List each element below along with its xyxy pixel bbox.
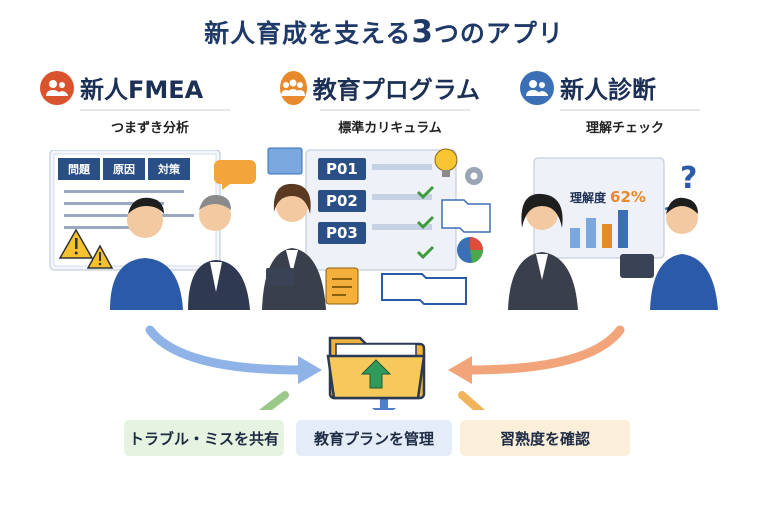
title-suffix: つのアプリ xyxy=(433,19,564,48)
program-step-2: P02 xyxy=(318,190,366,212)
outcome-share: トラブル・ミスを共有 xyxy=(124,420,284,456)
program-scene: P01 P02 P03 xyxy=(262,142,502,310)
diagnosis-value: 62% xyxy=(610,188,646,206)
book-icon xyxy=(381,199,491,305)
flow-arrows xyxy=(145,325,625,410)
outcome-confirm-label: 習熟度を確認 xyxy=(499,429,590,448)
app-diagnosis-header: 新人診断 理解チェック xyxy=(520,70,720,136)
app-diagnosis-name: 新人診断 xyxy=(560,76,656,104)
app-fmea-name: 新人FMEA xyxy=(80,76,204,104)
title-prefix: 新人育成を支える xyxy=(204,19,412,48)
diagnosis-scene: ? ? 理解度 62% xyxy=(500,148,730,310)
program-step-1: P01 xyxy=(318,158,366,180)
diagnosis-panel: 理解度 62% xyxy=(570,188,646,206)
question-mark-icon: ? xyxy=(680,161,697,196)
program-step-3: P03 xyxy=(318,222,366,244)
gear-icon xyxy=(465,167,483,185)
app-program-subtitle: 標準カリキュラム xyxy=(338,121,442,136)
folder-icon xyxy=(326,330,426,400)
outcome-share-label: トラブル・ミスを共有 xyxy=(128,429,279,448)
outcome-confirm: 習熟度を確認 xyxy=(460,420,630,456)
pie-chart-icon xyxy=(457,237,484,263)
app-fmea-subtitle: つまずき分析 xyxy=(110,121,189,136)
app-diagnosis-subtitle: 理解チェック xyxy=(585,121,664,136)
outcome-manage-label: 教育プランを管理 xyxy=(313,429,434,448)
diagnosis-label: 理解度 xyxy=(570,191,607,205)
people-icon xyxy=(40,70,74,105)
check-icon xyxy=(416,185,435,260)
fmea-table-header: 問題 原因 対策 xyxy=(58,158,190,180)
bar-chart-icon xyxy=(570,210,628,248)
app-fmea-header: 新人FMEA つまずき分析 xyxy=(40,70,230,136)
fmea-header-cause: 原因 xyxy=(103,158,145,180)
users-icon xyxy=(520,70,554,105)
program-steps: P01 P02 P03 xyxy=(318,158,366,244)
group-icon xyxy=(280,70,307,105)
page-title: 新人育成を支える3つのアプリ xyxy=(0,14,768,50)
warning-icon xyxy=(58,228,114,269)
app-program-header: 教育プログラム 標準カリキュラム xyxy=(280,70,480,136)
fmea-header-problem: 問題 xyxy=(58,158,100,180)
title-number: 3 xyxy=(411,14,434,50)
fmea-header-countermeasure: 対策 xyxy=(148,158,190,180)
lightbulb-icon xyxy=(434,148,458,177)
fmea-scene: 問題 原因 対策 xyxy=(40,149,260,310)
outcome-manage: 教育プランを管理 xyxy=(296,420,452,456)
app-program-name: 教育プログラム xyxy=(312,76,480,104)
